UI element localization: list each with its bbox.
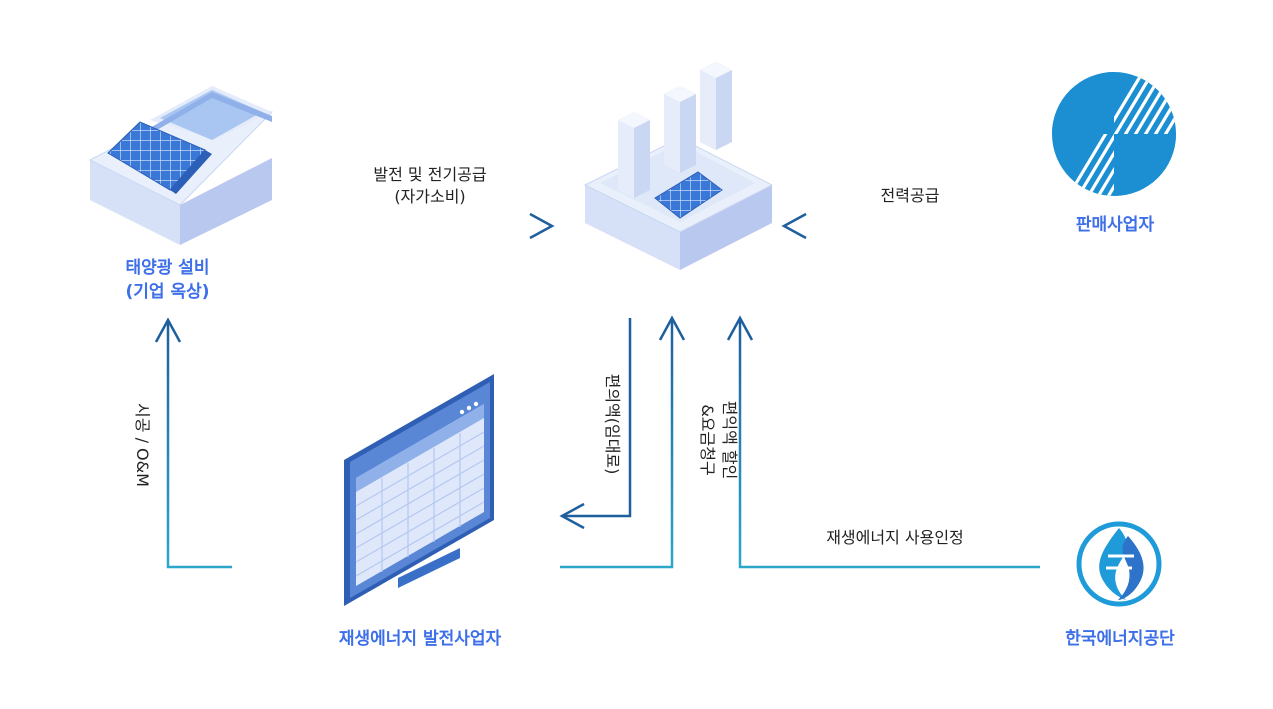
arrow-generator-to-factory	[560, 315, 686, 569]
edge-label-generator-to-factory: 편익액 할인 &요금청구	[696, 380, 740, 500]
edge-label-solar-to-factory: 발전 및 전기공급 (자가소비)	[330, 164, 530, 208]
generator-node-label: 재생에너지 발전사업자	[338, 629, 502, 649]
solar-label-line1: 태양광 설비	[125, 258, 210, 278]
kepco-logo-icon	[1052, 72, 1176, 196]
rooftop-solar-building-icon	[88, 86, 273, 245]
edge-label-factory-to-generator: 편의액(임대료)	[603, 373, 622, 475]
edge-label-generator-to-factory-line2: &요금청구	[698, 404, 717, 476]
factory-with-solar-icon	[583, 62, 774, 270]
arrow-solar-to-factory	[302, 212, 555, 240]
edge-label-seller-to-factory: 전력공급	[880, 186, 940, 205]
monitor-spreadsheet-icon	[344, 374, 494, 606]
edge-label-agency-to-factory: 재생에너지 사용인정	[826, 528, 964, 547]
solar-node-label: 태양광 설비 (기업 옥상)	[95, 256, 240, 304]
energy-agency-node-label: 한국에너지공단	[1065, 629, 1175, 649]
arrow-factory-to-generator	[559, 318, 632, 530]
arrow-agency-to-factory	[726, 315, 1040, 569]
seller-node-label: 판매사업자	[1075, 215, 1155, 235]
arrow-generator-to-solar	[154, 317, 232, 569]
solar-label-line2: (기업 옥상)	[125, 282, 210, 302]
arrow-seller-to-factory	[781, 212, 1032, 240]
edge-label-generator-to-factory-line1: 편익액 할인	[720, 400, 739, 480]
kea-logo-icon	[1076, 521, 1162, 607]
edge-label-generator-to-solar: 시공 / O&M	[133, 403, 152, 487]
edge-label-solar-to-factory-line2: (자가소비)	[394, 187, 466, 206]
edge-label-solar-to-factory-line1: 발전 및 전기공급	[373, 165, 487, 184]
